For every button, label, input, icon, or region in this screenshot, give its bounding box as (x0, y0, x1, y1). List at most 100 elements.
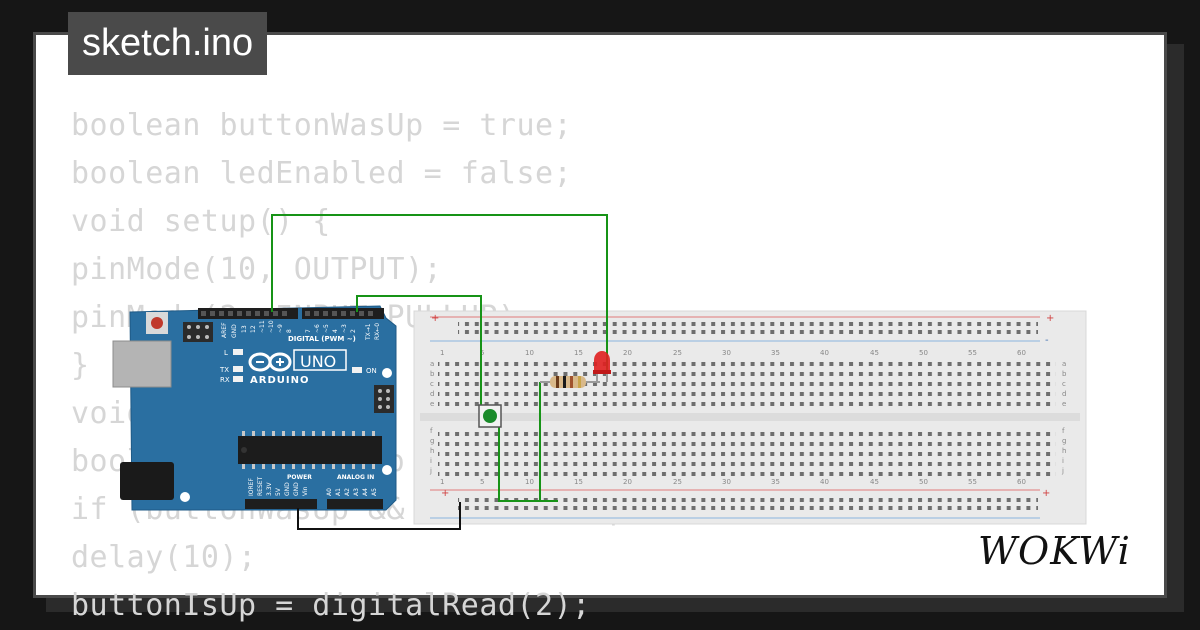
svg-text:7: 7 (305, 329, 312, 333)
svg-text:~6: ~6 (314, 324, 321, 333)
svg-text:A3: A3 (353, 488, 360, 496)
svg-text:10: 10 (525, 349, 534, 357)
svg-text:40: 40 (820, 478, 829, 486)
svg-text:c: c (430, 380, 434, 388)
svg-text:~5: ~5 (323, 324, 330, 333)
usb-port (112, 340, 172, 388)
svg-text:25: 25 (673, 349, 682, 357)
analog-header-label: ANALOG IN (337, 474, 374, 481)
svg-text:g: g (1062, 437, 1066, 445)
svg-text:h: h (430, 447, 434, 455)
svg-text:1: 1 (440, 349, 444, 357)
power-jack (120, 462, 174, 500)
svg-text:A5: A5 (371, 488, 378, 496)
svg-text:GND: GND (293, 482, 300, 496)
status-leds: L TX RX ON (219, 349, 377, 384)
svg-text:IOREF: IOREF (248, 478, 255, 496)
svg-text:50: 50 (919, 349, 928, 357)
code-line: pinMode(10, OUTPUT); (71, 252, 443, 287)
row-letters: a b c d e f g h i j a b c d e f g h i j (429, 360, 1067, 475)
wokwi-logo: WOKWi (978, 529, 1131, 573)
svg-text:e: e (430, 400, 434, 408)
svg-text:RESET: RESET (257, 476, 264, 496)
svg-text:Vin: Vin (302, 486, 309, 496)
svg-text:c: c (1062, 380, 1066, 388)
rail-plus-label: + (441, 488, 449, 499)
svg-text:60: 60 (1017, 478, 1026, 486)
push-button[interactable] (478, 404, 502, 428)
mounting-hole (180, 492, 190, 502)
resistor[interactable] (540, 376, 600, 388)
arduino-logo: UNO ARDUINO (248, 349, 347, 386)
svg-text:1: 1 (440, 478, 444, 486)
svg-text:b: b (1062, 370, 1067, 378)
svg-text:8: 8 (286, 329, 293, 333)
svg-text:~10: ~10 (268, 320, 275, 333)
terminal-strip-top (438, 359, 1056, 409)
top-power-rail (458, 320, 1038, 338)
rail-plus-label: + (1046, 313, 1054, 324)
svg-text:20: 20 (623, 349, 632, 357)
digital-header-label: DIGITAL (PWM ~) (288, 335, 356, 343)
svg-text:4: 4 (332, 329, 339, 333)
svg-text:13: 13 (241, 325, 248, 333)
svg-text:RX←0: RX←0 (374, 323, 381, 340)
svg-text:TX→1: TX→1 (365, 323, 372, 341)
wire-gnd-to-rail[interactable] (297, 502, 461, 530)
code-line: delay(10); (71, 540, 257, 575)
digital-pin-labels: AREF GND 13 12 ~11 ~10 ~9 8 7 ~6 ~5 4 ~3… (221, 320, 381, 341)
breadboard: + + - 1 5 10 15 20 25 30 35 40 45 50 55 … (413, 310, 1087, 525)
digital-header-pins (201, 311, 373, 316)
reset-button-cap[interactable] (151, 317, 163, 329)
svg-text:35: 35 (771, 349, 780, 357)
svg-text:L: L (224, 349, 228, 357)
wire-pin2-to-button[interactable] (356, 295, 482, 410)
svg-text:f: f (430, 427, 433, 435)
svg-text:j: j (1061, 467, 1064, 475)
svg-text:~11: ~11 (259, 320, 266, 333)
code-line: void setup() { (71, 204, 331, 239)
wire-pin10-to-led[interactable] (271, 214, 608, 382)
icsp-header (183, 322, 213, 342)
wire-button-to-gnd-rail[interactable] (498, 424, 558, 502)
svg-text:30: 30 (722, 349, 731, 357)
code-line: boolean buttonWasUp = true; (71, 108, 573, 143)
power-header (245, 499, 317, 509)
svg-text:10: 10 (525, 478, 534, 486)
svg-text:25: 25 (673, 478, 682, 486)
power-header-label: POWER (287, 474, 312, 481)
center-channel (420, 413, 1080, 421)
svg-text:f: f (1062, 427, 1065, 435)
red-led[interactable] (593, 351, 611, 382)
svg-text:2: 2 (350, 329, 357, 333)
svg-text:GND: GND (231, 324, 238, 338)
svg-text:i: i (430, 457, 432, 465)
svg-text:35: 35 (771, 478, 780, 486)
mounting-hole (382, 465, 392, 475)
rail-plus-label: + (1042, 488, 1050, 499)
wokwi-logo-text: WOKWi (978, 529, 1131, 573)
arduino-uno-board[interactable]: AREF GND 13 12 ~11 ~10 ~9 8 7 ~6 ~5 4 ~3… (112, 305, 397, 511)
bottom-pin-labels: IOREF RESET 3.3V 5V GND GND Vin A0 A1 A2… (248, 476, 378, 496)
svg-text:55: 55 (968, 478, 977, 486)
svg-text:40: 40 (820, 349, 829, 357)
wires (271, 214, 608, 530)
rail-minus-label: - (1045, 335, 1049, 346)
svg-text:RX: RX (220, 376, 230, 384)
svg-text:50: 50 (919, 478, 928, 486)
rail-plus-label: + (431, 313, 439, 324)
svg-text:d: d (430, 390, 434, 398)
code-line: buttonIsUp = digitalRead(2); (71, 588, 591, 623)
svg-text:20: 20 (623, 478, 632, 486)
svg-text:e: e (1062, 400, 1066, 408)
svg-text:45: 45 (870, 349, 879, 357)
svg-text:GND: GND (284, 482, 291, 496)
analog-header (327, 499, 383, 509)
code-line: boolean ledEnabled = false; (71, 156, 573, 191)
svg-text:45: 45 (870, 478, 879, 486)
svg-text:A2: A2 (344, 488, 351, 496)
svg-text:TX: TX (219, 366, 229, 374)
svg-text:AREF: AREF (221, 322, 228, 338)
svg-text:~9: ~9 (277, 324, 284, 333)
bottom-power-rail (458, 496, 1038, 514)
